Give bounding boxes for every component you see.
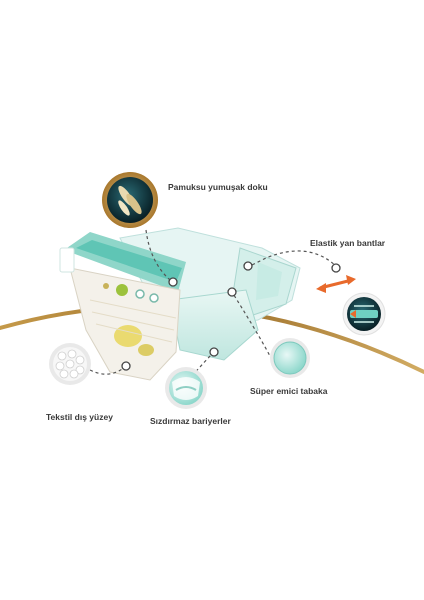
absorbent-layer-label: Süper emici tabaka bbox=[250, 386, 328, 396]
orange-stretch-arrow-icon bbox=[316, 275, 356, 293]
elastic-bands-label: Elastik yan bantlar bbox=[310, 238, 386, 248]
diaper-illustration bbox=[59, 227, 301, 381]
textile-surface-icon bbox=[49, 343, 91, 385]
leader-absorb bbox=[231, 291, 273, 361]
leak-barriers-label: Sızdırmaz bariyerler bbox=[150, 416, 231, 426]
absorbent-layer-icon bbox=[270, 338, 310, 378]
cotton-leaf-icon bbox=[102, 172, 158, 228]
leader-elastic bbox=[249, 250, 339, 269]
elastic-band-icon bbox=[342, 292, 386, 336]
leader-textile bbox=[89, 365, 127, 375]
leak-barrier-icon bbox=[165, 367, 207, 409]
soft-texture-label: Pamuksu yumuşak doku bbox=[168, 182, 268, 192]
textile-surface-label: Tekstil dış yüzey bbox=[46, 412, 113, 422]
